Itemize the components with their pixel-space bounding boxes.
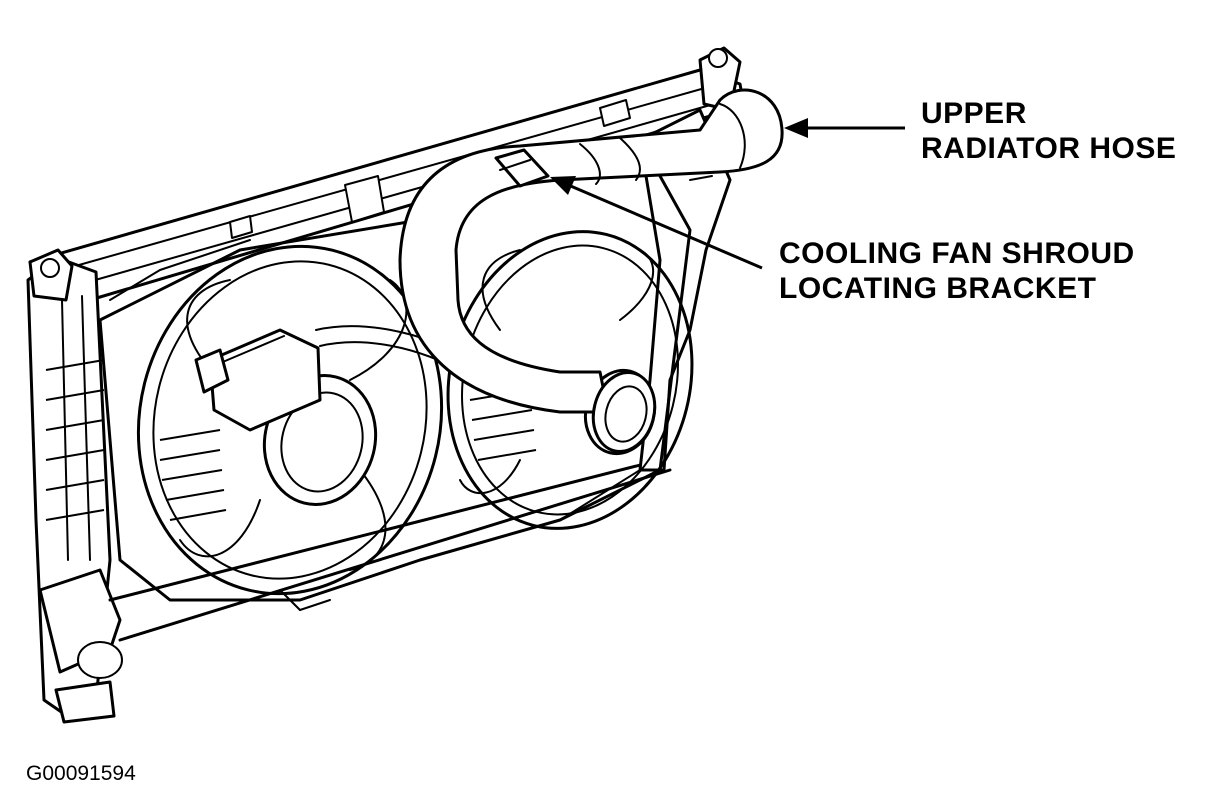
- left-cooling-fan: [136, 244, 471, 596]
- upper-radiator-hose-label-line-2: RADIATOR HOSE: [921, 132, 1177, 165]
- fan-shroud: [98, 138, 692, 602]
- upper-radiator-hose: [398, 88, 784, 453]
- shroud-bracket-label: COOLING FAN SHROUD LOCATING BRACKET: [779, 236, 1135, 306]
- shroud-locating-bracket: [494, 148, 550, 188]
- leader-arrows: [550, 118, 905, 270]
- upper-radiator-hose-label: UPPER RADIATOR HOSE: [921, 96, 1176, 166]
- figure-id: G00091594: [26, 762, 136, 785]
- shroud-bracket-label-line-1: COOLING FAN SHROUD: [779, 237, 1135, 270]
- shroud-bracket-label-line-2: LOCATING BRACKET: [779, 272, 1097, 305]
- upper-radiator-hose-label-line-1: UPPER: [921, 97, 1027, 130]
- radiator-core: [26, 46, 746, 724]
